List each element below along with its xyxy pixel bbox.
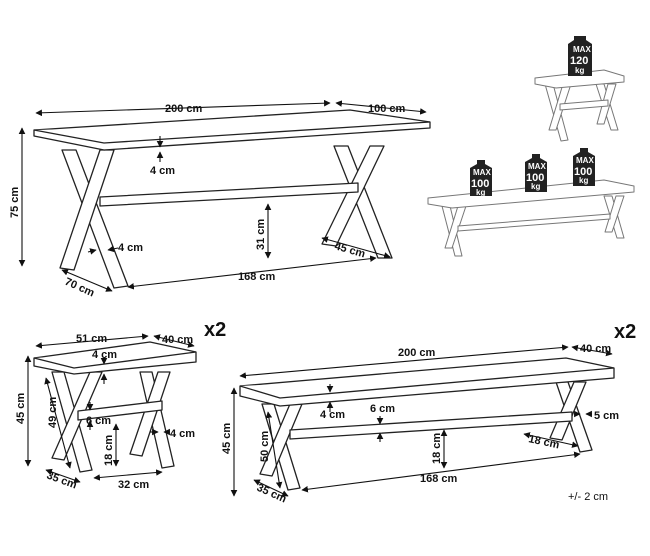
bench-leg-thickness-label: 5 cm [594,410,619,422]
bench-drawing [239,357,615,491]
stool-stretcher-height-label: 18 cm [103,435,115,466]
bench-height-label: 45 cm [221,423,233,454]
stool-quantity-label: x2 [204,319,226,341]
stool-max-unit: kg [575,66,584,75]
stool-leg-thickness-label: 4 cm [170,428,195,440]
table-stretcher-height-label: 31 cm [255,219,267,250]
table-leg-depth-label: 70 cm [63,276,97,300]
stool-drawing [33,341,197,473]
bench-max-label-3: MAX [576,156,594,165]
table-leg-span-label: 45 cm [333,240,367,260]
table-length-label: 200 cm [165,103,203,115]
stool-top-thickness-label: 4 cm [92,349,117,361]
table-inner-length-label: 168 cm [238,271,276,283]
bench-max-unit-1: kg [476,188,485,197]
stool-stretcher-thickness-label: 6 cm [86,415,111,427]
bench-leg-length-label: 50 cm [259,431,271,462]
bench-leg-depth-label: 35 cm [255,482,289,506]
bench-max-unit-3: kg [579,176,588,185]
bench-max-value-2: 100 [526,172,544,184]
bench-max-unit-2: kg [531,182,540,191]
stool-max-value: 120 [570,55,588,67]
bench-quantity-label: x2 [614,321,636,343]
stool-load-drawing: MAX 120 kg [534,36,625,142]
stool-inner-length-label: 32 cm [118,479,149,491]
bench-quantity: x2 [614,321,636,343]
bench-max-label-2: MAX [528,162,546,171]
bench-max-value-3: 100 [574,166,592,178]
tolerance-note: +/- 2 cm [568,491,608,503]
table-width-label: 100 cm [368,103,406,115]
bench-stretcher-thickness-label: 6 cm [370,403,395,415]
table-top-thickness-label: 4 cm [150,165,175,177]
bench-inner-length-label: 168 cm [420,473,458,485]
stool-quantity: x2 [204,319,226,341]
bench-stretcher-height-label: 18 cm [431,433,443,464]
table-leg-thickness-label: 4 cm [118,242,143,254]
stool-leg-depth-label: 35 cm [45,470,79,492]
table-dimensions: 200 cm 100 cm 75 cm 4 cm 4 cm 31 cm 45 c… [9,99,427,300]
stool-height-label: 45 cm [15,393,27,424]
bench-top-thickness-label: 4 cm [320,409,345,421]
bench-max-value-1: 100 [471,178,489,190]
stool-leg-length-label: 49 cm [47,397,59,428]
bench-max-label-1: MAX [473,168,491,177]
stool-width-label: 40 cm [162,334,193,346]
bench-load-drawing: MAX 100 kg MAX 100 kg MAX 100 kg [427,148,635,257]
stool-length-label: 51 cm [76,333,107,345]
table-height-label: 75 cm [9,187,21,218]
bench-length-label: 200 cm [398,347,436,359]
stool-max-label: MAX [573,45,591,54]
bench-width-label: 40 cm [580,343,611,355]
table-drawing [33,109,431,289]
